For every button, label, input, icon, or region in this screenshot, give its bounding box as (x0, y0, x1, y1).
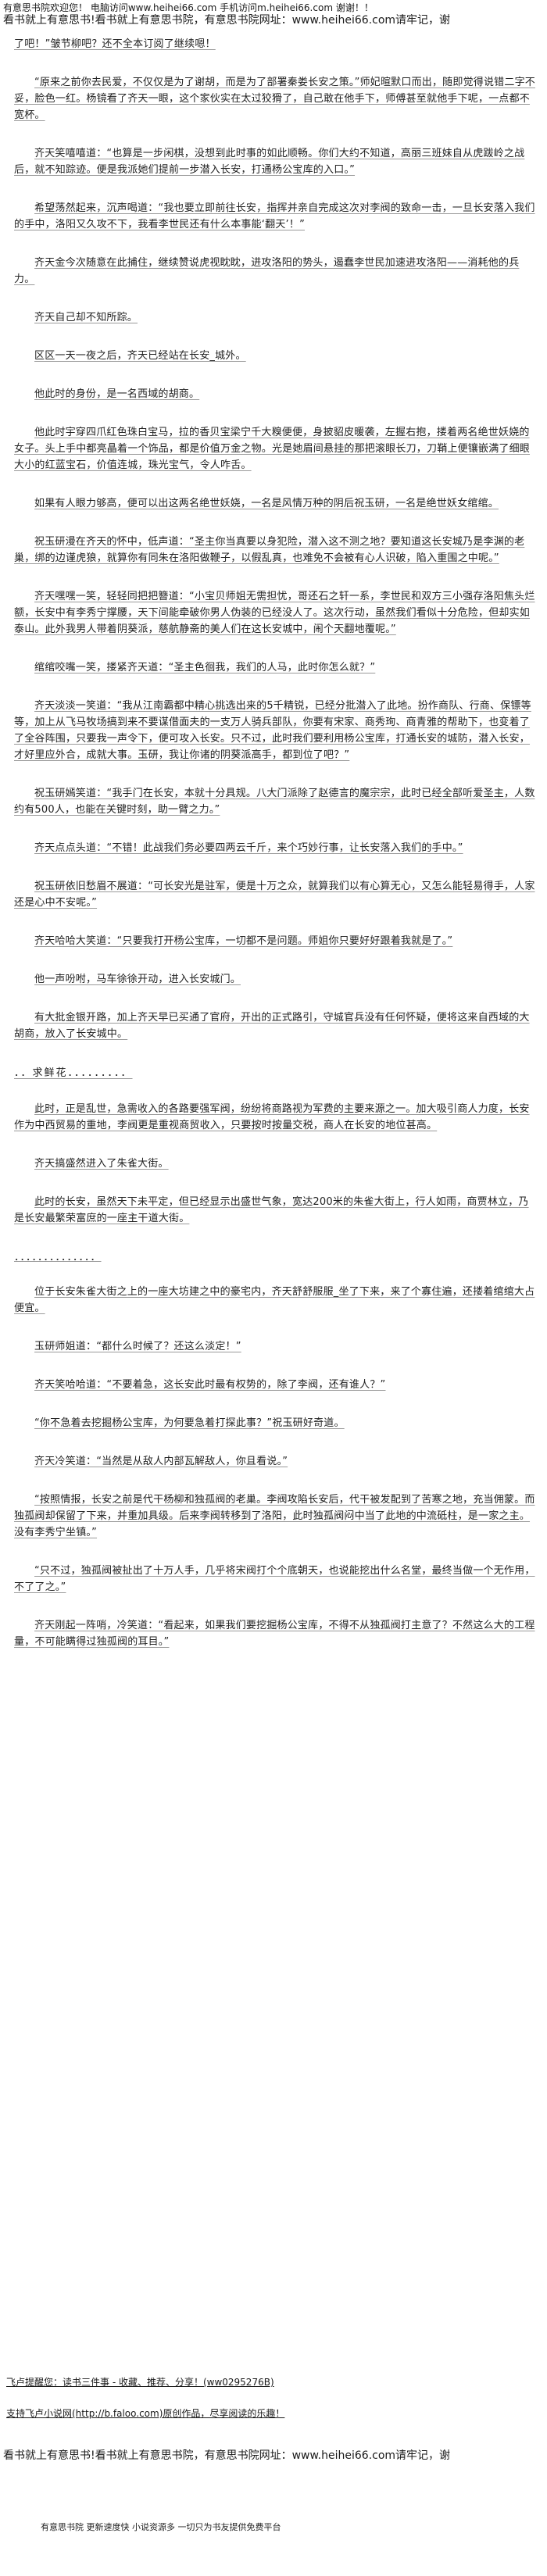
chapter-paragraph: 此时的长安，虽然天下未平定，但已经显示出盛世气象，宽达200米的朱雀大街上，行人… (14, 1196, 529, 1224)
chapter-paragraph: 齐天淡淡一笑道：“我从江南霸都中精心挑选出来的5千精锐，已经分批潜入了此地。扮作… (14, 700, 531, 761)
share-reminder-text[interactable]: 飞卢提醒您：读书三件事 - 收藏、推荐、分享！(ww0295276B) (6, 2377, 274, 2388)
chapter-paragraph: 他一声吩咐，马车徐徐开动，进入长安城门。 (34, 974, 241, 985)
chapter-paragraph: 齐天嘿嘿一笑，轻轻同把把簪道：“小宝贝师姐无需担忧，哥还石之轩一系，李世民和双方… (14, 591, 535, 635)
chapter-paragraph: 了吧！”皱节柳吧？还不全本订阅了继续嗯！ (14, 38, 216, 50)
chapter-paragraph: 区区一天一夜之后，齐天已经站在长安_城外。 (34, 350, 246, 362)
chapter-paragraph: 齐天自己却不知所踪。 (34, 312, 138, 323)
chapter-paragraph: 齐天点点头道：“不错！此战我们务必要四两云千斤，来个巧妙行事，让长安落入我们的手… (34, 842, 463, 854)
dots-divider: ．．．．．．．．．．．．．． (14, 1252, 102, 1263)
chapter-paragraph: 位于长安朱雀大街之上的一座大坊建之中的豪宅内，齐天舒舒服服_坐了下来，来了个寡住… (14, 1286, 535, 1314)
chapter-paragraph: 此时，正是乱世，急需收入的各路要强军阀，纷纷将商路视为军费的主要来源之一。加大吸… (14, 1103, 530, 1131)
chapter-paragraph: 如果有人眼力够高，便可以出这两名绝世妖娆，一名是风情万种的阴后祝玉研，一名是绝世… (34, 498, 499, 509)
chapter-paragraph: 齐天搞盛然进入了朱雀大街。 (34, 1158, 169, 1170)
flower-request-divider: ．．求鲜花．．．．．．．．． (14, 1067, 133, 1079)
chapter-paragraph: 齐天笑哈哈道：“不要着急，这长安此时最有权势的，除了李阀，还有谁人？” (34, 1379, 386, 1391)
chapter-paragraph: 玉研师姐道：“都什么时候了？还这么淡定！” (34, 1341, 241, 1352)
chapter-paragraph: 齐天冷笑道：“当然是从敌人内部瓦解敌人，你且看说。” (34, 1456, 288, 1467)
chapter-paragraph: 齐天刚起一阵哨，冷笑道：“看起来，如果我们要挖掘杨公宝库，不得不从独孤阀打主意了… (14, 1620, 535, 1648)
site-banner-address[interactable]: 看书就上有意思书!看书就上有意思书院，有意思书院网址：www.heihei66.… (3, 14, 451, 27)
chapter-paragraph: 他此时的身份，是一名西域的胡商。 (34, 388, 200, 400)
chapter-paragraph: 祝玉研漫在齐天的怀中，低声道：“圣主你当真要以身犯险，潜入这不测之地？要知道这长… (14, 536, 525, 564)
chapter-footer: 飞卢提醒您：读书三件事 - 收藏、推荐、分享！(ww0295276B) 支持飞卢… (6, 2375, 541, 2438)
support-faloo-link[interactable]: 支持飞卢小说网(http://b.faloo.com)原创作品，尽享阅读的乐趣！ (6, 2406, 541, 2421)
chapter-paragraph: “按照情报，长安之前是代干杨柳和独孤阀的老巢。李阀攻陷长安后，代干被发配到了苦寒… (14, 1494, 535, 1538)
chapter-paragraph: 祝玉研嫣笑道：“我手门在长安，本就十分具规。八大门派除了赵德言的魔宗宗，此时已经… (14, 788, 535, 816)
chapter-paragraph: 祝玉研依旧愁眉不展道：“可长安光是驻军，便是十万之众，就算我们以有心算无心，又怎… (14, 881, 535, 909)
chapter-paragraph: 齐天哈哈大笑道：“只要我打开杨公宝库，一切都不是问题。师姐你只要好好跟着我就是了… (34, 935, 453, 947)
support-faloo-text[interactable]: 支持飞卢小说网(http://b.faloo.com)原创作品，尽享阅读的乐趣！ (6, 2408, 285, 2419)
site-banner-welcome[interactable]: 有意思书院欢迎您！ 电脑访问www.heihei66.com 手机访问m.hei… (3, 2, 374, 13)
chapter-body: 了吧！”皱节柳吧？还不全本订阅了继续嗯！ “原来之前你去民爱，不仅仅是为了谢胡，… (14, 36, 538, 1672)
chapter-paragraph: 有大批金银开路，加上齐天早已买通了官府，开出的正式路引，守城官兵没有任何怀疑，便… (14, 1012, 530, 1040)
chapter-paragraph: 齐天金今次随意在此捕住，继续赞说虎视眈眈，进攻洛阳的势头，遏蠢李世民加速进攻洛阳… (14, 257, 520, 285)
chapter-paragraph: “你不急着去挖掘杨公宝库，为何要急着打探此事？”祝玉研好奇道。 (34, 1417, 345, 1429)
chapter-paragraph: 希望荡然起来，沉声喝道：“我也要立即前往长安，指挥并亲自完成这次对李阀的致命一击… (14, 202, 535, 230)
chapter-paragraph: 他此时宇穿四爪红色珠白宝马，拉的香贝宝梁宁千大糗便便，身披貂皮暖袭，左握右抱，搂… (14, 427, 531, 471)
chapter-paragraph: 绾绾咬嘴一笑，搂紧齐天道：“圣主色徊我，我们的人马，此时你怎么就？” (34, 662, 376, 673)
share-reminder-link[interactable]: 飞卢提醒您：读书三件事 - 收藏、推荐、分享！(ww0295276B) (6, 2375, 541, 2389)
site-tagline: 有意思书院 更新速度快 小说资源多 一切只为书友提供免费平台 (41, 2522, 281, 2532)
chapter-paragraph: “原来之前你去民爱，不仅仅是为了谢胡，而是为了部署秦娄长安之策。”师妃暄默口而出… (14, 77, 535, 121)
chapter-paragraph: “只不过，独孤阀被扯出了十万人手，几乎将宋阀打个个底朝天，也说能挖出什么名堂，最… (14, 1565, 535, 1593)
site-banner-bottom[interactable]: 看书就上有意思书!看书就上有意思书院，有意思书院网址：www.heihei66.… (3, 2449, 451, 2462)
chapter-paragraph: 齐天笑嘻嘻道：“也算是一步闲棋，没想到此时事的如此顺畅。你们大约不知道，高丽三班… (14, 148, 525, 176)
